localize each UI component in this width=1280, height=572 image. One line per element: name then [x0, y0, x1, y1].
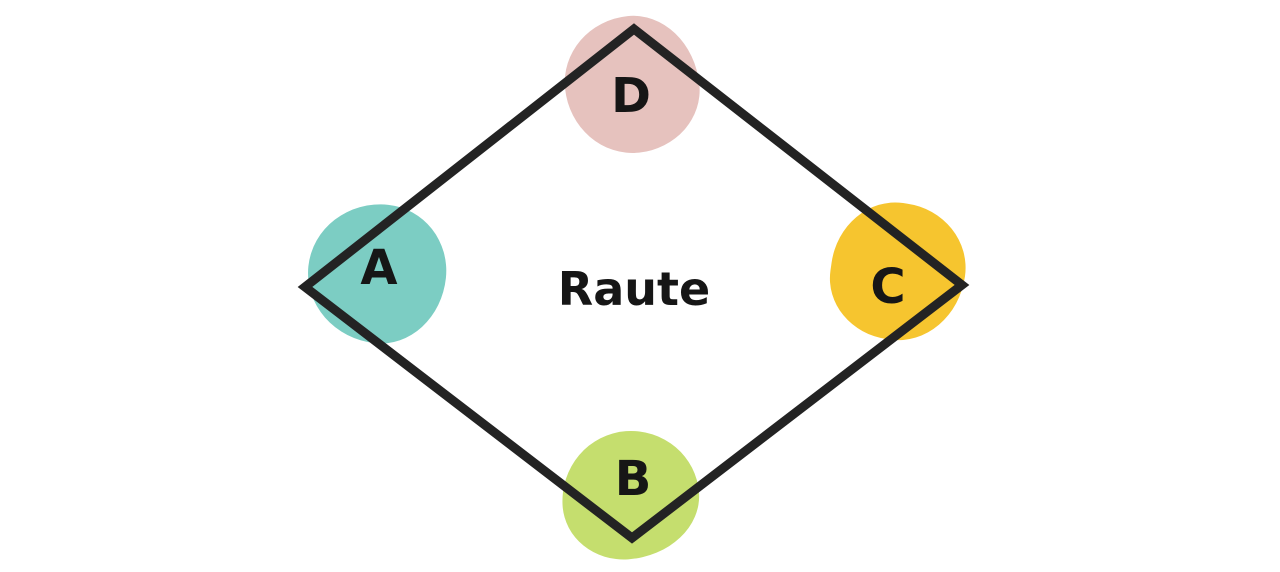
vertex-label-d: D — [611, 68, 651, 124]
rhombus-outline-path — [297, 23, 970, 544]
vertex-label-c: C — [870, 259, 906, 315]
vertex-label-b: B — [614, 451, 652, 507]
shape-name-label: Raute — [557, 262, 711, 316]
vertex-label-a: A — [360, 240, 398, 296]
